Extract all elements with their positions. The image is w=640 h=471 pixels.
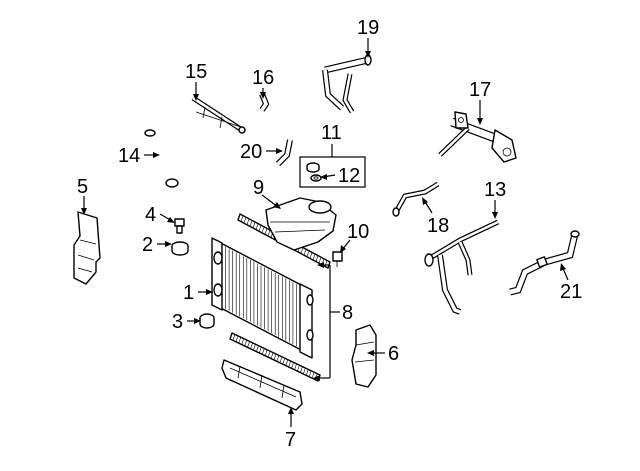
left-air-duct	[73, 211, 101, 285]
callout-7: 7	[285, 429, 296, 451]
callout-2: 2	[142, 234, 153, 256]
callout-10: 10	[347, 221, 369, 243]
right-air-duct	[351, 324, 377, 388]
callout-1: 1	[183, 282, 194, 304]
callout-17: 17	[469, 79, 491, 101]
hose-21-part	[509, 230, 580, 296]
callout-4: 4	[145, 204, 156, 226]
pipe-bracket-part	[191, 95, 246, 134]
level-sensor-part	[332, 251, 343, 267]
leader-lines	[81, 38, 569, 427]
radiator-fitting	[306, 329, 314, 341]
callout-3: 3	[172, 311, 183, 333]
bolt-part	[174, 218, 185, 234]
callout-16: 16	[252, 67, 274, 89]
radiator-part	[211, 237, 314, 359]
radiator-left-tank	[211, 237, 223, 311]
right-air-duct-part	[351, 324, 377, 388]
callout-19: 19	[357, 17, 379, 39]
radiator-fins	[225, 246, 297, 347]
radiator-drain	[306, 294, 314, 306]
hose-20-part	[275, 139, 293, 167]
callout-12: 12	[338, 165, 360, 187]
callout-15: 15	[185, 61, 207, 83]
expansion-tank-cap	[308, 200, 332, 214]
radiator-outlet	[213, 283, 223, 297]
callout-labels: 1 2 3 4 5 6 7 8 9 10 11 12 13 14 15 16 1…	[77, 17, 582, 451]
bushing-part	[199, 313, 215, 329]
callout-5: 5	[77, 176, 88, 198]
callout-18: 18	[427, 215, 449, 237]
left-air-duct-part	[73, 211, 101, 285]
callout-14: 14	[118, 145, 140, 167]
upper-hose-part	[144, 129, 179, 188]
callout-6: 6	[388, 343, 399, 365]
callout-11: 11	[321, 122, 342, 144]
pipe-18-part	[392, 181, 440, 217]
hose-assembly-13-part	[424, 219, 500, 315]
thermostat-housing-part	[438, 111, 517, 163]
level-sensor	[332, 251, 343, 262]
callout-13: 13	[484, 179, 506, 201]
expansion-tank-part	[265, 197, 337, 251]
lower-air-deflector-part	[221, 359, 303, 411]
callout-8: 8	[342, 302, 353, 324]
callout-21: 21	[560, 281, 582, 303]
coolant-pipe-part	[322, 54, 372, 114]
callout-9: 9	[253, 177, 264, 199]
lower-seal-hatch	[232, 334, 318, 380]
radiator-core	[214, 239, 306, 353]
callout-20: 20	[240, 141, 262, 163]
grommet-part	[171, 241, 189, 256]
radiator-inlet	[213, 251, 223, 265]
